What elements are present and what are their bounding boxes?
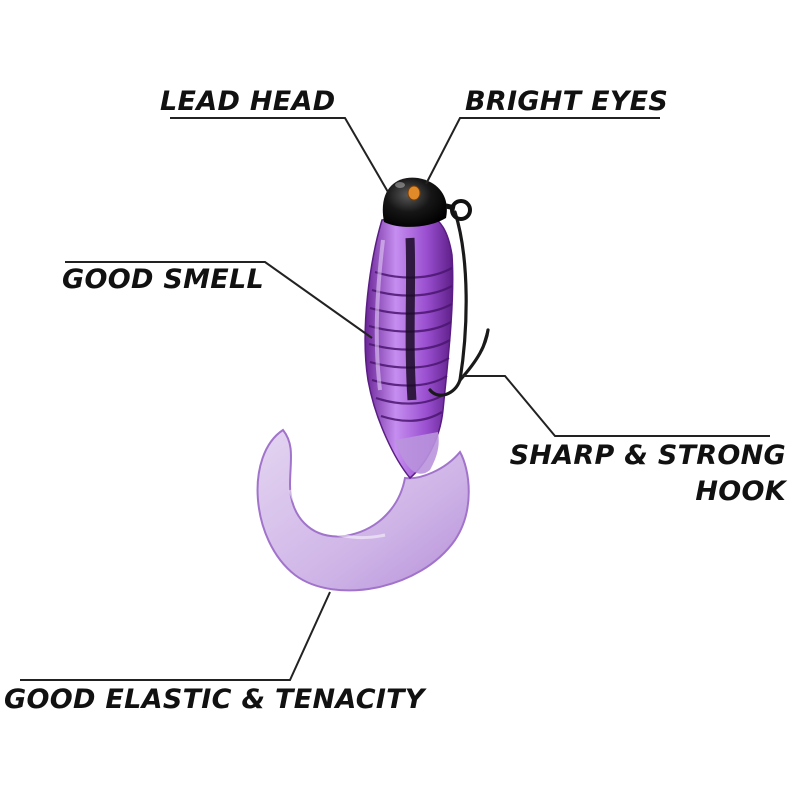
lead-head-shape — [382, 177, 472, 227]
good-smell-label: GOOD SMELL — [62, 264, 265, 295]
leader-lines — [20, 117, 770, 681]
leader-hook — [462, 375, 770, 437]
leader-elastic — [20, 591, 331, 681]
elastic-label: GOOD ELASTIC & TENACITY — [4, 684, 425, 715]
bright-eyes-label: BRIGHT EYES — [465, 86, 669, 117]
grub-body — [364, 214, 454, 480]
leader-bright-eyes — [425, 117, 660, 185]
leader-good-smell — [65, 261, 373, 339]
curly-tail — [256, 428, 470, 592]
line-eye-ring — [450, 199, 472, 221]
bright-eye-dot — [407, 185, 421, 201]
lead-head-label: LEAD HEAD — [160, 86, 336, 117]
leader-lead-head — [170, 117, 389, 193]
hook-label-line1: SHARP & STRONG — [509, 440, 786, 471]
hook-label: SHARP & STRONG HOOK — [510, 438, 786, 510]
hook-label-line2: HOOK — [695, 476, 786, 507]
